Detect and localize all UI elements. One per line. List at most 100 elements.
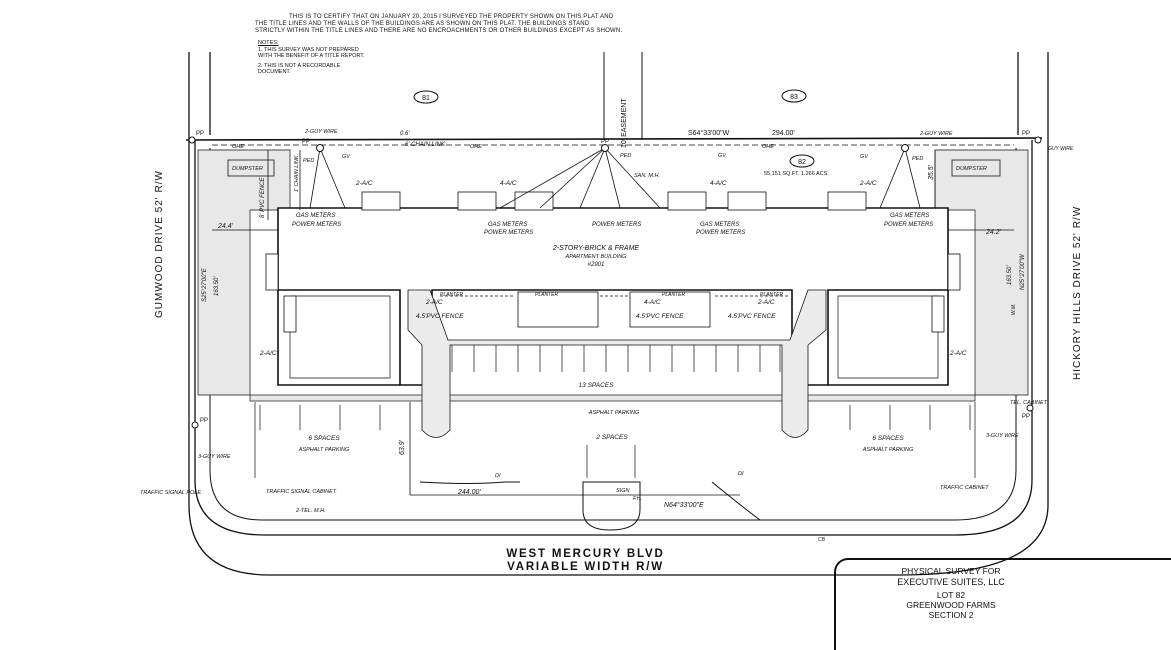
fire-hydrant-label: F.H.	[633, 496, 642, 502]
outer-curb-line	[188, 52, 1049, 576]
bearing-bottom: N64°33'00"E	[664, 501, 704, 509]
hickory-hills-drive-label: HICKORY HILLS DRIVE 52' R/W	[1072, 206, 1083, 380]
power-meters-1: POWER METERS	[292, 222, 341, 228]
pvc-fence-45-2: 4.5'PVC FENCE	[636, 313, 684, 320]
lot-83-label: 83	[790, 94, 798, 101]
title-lot: LOT 82	[936, 590, 966, 600]
tel-mh-label: 2-TEL. M.H.	[295, 508, 326, 514]
dimensions	[212, 150, 1014, 496]
notes-heading: NOTES:	[258, 40, 279, 46]
asphalt-center-label: ASPHALT PARKING	[588, 410, 640, 416]
courtyard-walk	[407, 289, 827, 438]
power-pole-sw	[191, 421, 199, 429]
guy-wire-3-right: 3-GUY WIRE	[986, 433, 1019, 439]
dumpster-left	[227, 159, 275, 177]
note-line: 1. THIS SURVEY WAS NOT PREPARED	[258, 46, 359, 53]
note-line: DOCUMENT.	[258, 69, 291, 75]
ac-unit	[514, 191, 554, 211]
san-mh-label: SAN. M.H.	[634, 173, 660, 179]
stalls-6-left	[259, 405, 381, 430]
left-dist: 163.50'	[214, 276, 220, 296]
lot-82-label: 82	[798, 159, 806, 166]
power-meters-5: POWER METERS	[884, 222, 933, 228]
building-line-3: #2901	[588, 262, 605, 268]
north-property-line	[185, 137, 1043, 141]
traffic-signal-pole-label: TRAFFIC SIGNAL POLE	[140, 490, 201, 496]
ac-label-8: 2-A/C	[259, 350, 277, 357]
pp-left: PP	[196, 131, 204, 137]
pp-se: PP	[1022, 414, 1030, 420]
area-label: 55,151 SQ.FT. 1.266 ACS.	[764, 171, 829, 177]
west-mercury-blvd-label: WEST MERCURY BLVD	[506, 548, 665, 560]
traffic-cabinet-label: TRAFFIC CABINET	[940, 485, 989, 491]
pp-center: PP	[601, 139, 609, 145]
building-line-2: APARTMENT BUILDING	[565, 254, 628, 260]
title-subdivision: GREENWOOD FARMS	[906, 600, 996, 610]
power-pole-se	[1026, 404, 1034, 412]
easement-lines	[603, 52, 643, 140]
left-bearing: S25°27'00"E	[202, 267, 208, 302]
spaces-2-label: 2 SPACES	[595, 434, 628, 441]
power-pole-corner-left	[188, 136, 196, 144]
certification-line: THIS IS TO CERTIFY THAT ON JANUARY 20, 2…	[289, 14, 614, 20]
ac-label-2: 4-A/C	[500, 180, 517, 187]
dumpster-right	[951, 159, 1001, 177]
power-meters-2: POWER METERS	[484, 230, 533, 236]
gas-meters-1: GAS METERS	[296, 213, 335, 219]
ac-unit-side	[931, 295, 945, 333]
right-pole-guys	[879, 147, 921, 209]
power-pole-left	[316, 144, 324, 152]
title-client: EXECUTIVE SUITES, LLC	[897, 577, 1005, 587]
lot-83-circle	[781, 89, 807, 103]
chain-link-label: 6' CHAIN LINK	[405, 142, 446, 148]
ac-unit	[457, 191, 497, 211]
power-pole-right	[901, 144, 909, 152]
certification-line: THE TITLE LINES AND THE WALLS OF THE BUI…	[255, 21, 590, 27]
ac-label-3: 4-A/C	[710, 180, 727, 187]
building-right-wing	[828, 290, 949, 386]
easement-label: 10' EASEMENT	[621, 98, 628, 148]
ohe-label-1: OHE	[232, 144, 244, 150]
ac-label-4: 2-A/C	[859, 180, 877, 187]
ac-unit-side	[947, 253, 961, 291]
power-meters-4: POWER METERS	[696, 230, 745, 236]
power-pole-center	[601, 144, 609, 152]
fences	[267, 150, 790, 297]
pp-left2: PP	[302, 139, 310, 145]
ac-units	[265, 191, 961, 333]
power-meters-3: POWER METERS	[592, 222, 641, 228]
entrance-islands	[419, 481, 761, 531]
bearing-top: S64°33'00"W	[688, 129, 730, 137]
sign-label: SIGN	[616, 488, 629, 494]
plat-labels: 81 83 82 10' EASEMENT S64°33'00"W 294.00…	[140, 94, 1083, 543]
ohe-label-2: OHE	[470, 144, 482, 150]
power-pole-corner-right	[1034, 136, 1042, 144]
ac-unit	[361, 191, 401, 211]
guy-wires	[309, 147, 921, 209]
title-block: PHYSICAL SURVEY FOR EXECUTIVE SUITES, LL…	[834, 558, 1171, 650]
ac-label-5: 2-A/C	[425, 299, 443, 306]
ac-unit-side	[283, 295, 297, 333]
asphalt-right-label: ASPHALT PARKING	[862, 447, 914, 453]
spaces-6-right-label: 6 SPACES	[872, 435, 904, 442]
ac-label-1: 2-A/C	[355, 180, 373, 187]
spaces-13-label: 13 SPACES	[579, 382, 615, 389]
di-left-label: DI	[495, 473, 501, 479]
tel-cabinet-label: TEL. CABINET	[1010, 400, 1048, 406]
parking-stalls	[254, 345, 976, 478]
pvc-fence-8-label: 8' PVC FENCE	[260, 177, 266, 218]
ohe-label-3: OHE	[762, 144, 774, 150]
note-line: WITH THE BENEFIT OF A TITLE REPORT.	[258, 53, 365, 59]
guy-wire-3-left: 3-GUY WIRE	[198, 454, 231, 460]
planter-4: PLANTER	[760, 292, 783, 298]
center-pole-guys	[499, 147, 661, 209]
right-dist: 163.50'	[1007, 265, 1013, 285]
ped-label-2: PED	[620, 153, 631, 159]
planter-3: PLANTER	[662, 292, 685, 298]
left-pole-guys	[309, 147, 346, 209]
stalls-13	[451, 345, 781, 372]
pvc-fence-45-3: 4.5'PVC FENCE	[728, 313, 776, 320]
stalls-6-right	[849, 405, 971, 430]
ac-label-7: 2-A/C	[757, 299, 775, 306]
